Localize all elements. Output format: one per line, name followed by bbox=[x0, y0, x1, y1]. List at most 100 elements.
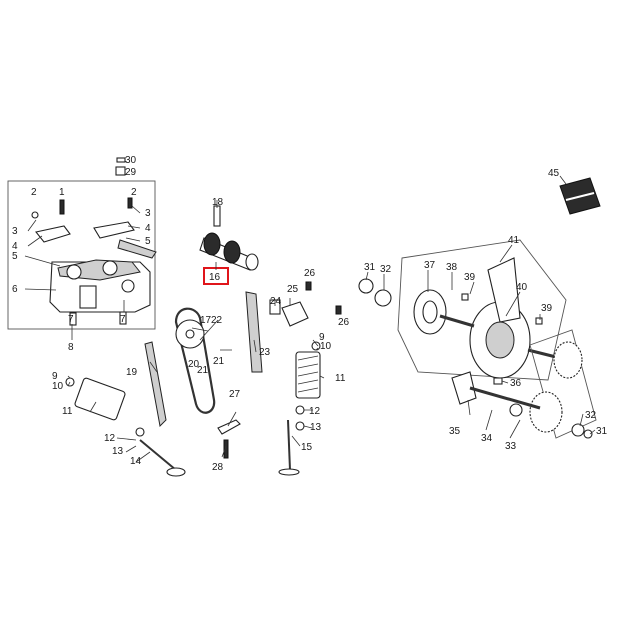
dowel-7 bbox=[69, 312, 77, 326]
callout-7: 7 bbox=[68, 314, 74, 325]
callout-30: 30 bbox=[125, 155, 137, 166]
callout-41: 41 bbox=[508, 235, 520, 246]
timing-chain-17 bbox=[174, 307, 216, 414]
callout-33: 33 bbox=[505, 441, 517, 452]
callout-3: 3 bbox=[145, 208, 151, 219]
key-39b bbox=[535, 317, 543, 325]
seal-12b bbox=[135, 427, 145, 437]
callout-21b: 21 bbox=[197, 365, 209, 376]
part-45-band bbox=[565, 192, 595, 201]
bearing-inner bbox=[422, 300, 438, 324]
callout-21: 21 bbox=[213, 356, 225, 367]
callout-32b: 32 bbox=[585, 410, 597, 421]
bolt-boss bbox=[66, 264, 82, 280]
seal-12 bbox=[295, 405, 305, 415]
callout-1: 1 bbox=[59, 187, 65, 198]
rocker-arm-right bbox=[93, 221, 135, 239]
balancer-shaft bbox=[469, 386, 541, 410]
callout-12: 12 bbox=[104, 433, 116, 444]
callout-16: 16 bbox=[209, 272, 221, 283]
callout-35: 35 bbox=[449, 426, 461, 437]
bracket-27 bbox=[217, 419, 241, 435]
washer-31 bbox=[358, 278, 374, 294]
callout-45: 45 bbox=[548, 168, 560, 179]
adjuster-screw bbox=[127, 197, 133, 209]
bolt-boss bbox=[102, 260, 118, 276]
bolt-28 bbox=[223, 439, 229, 459]
tensioner-25 bbox=[281, 301, 309, 327]
sprocket-hub bbox=[185, 329, 195, 339]
callout-leaders bbox=[24, 175, 596, 463]
callout-24: 24 bbox=[270, 296, 282, 307]
rocker-group-frame bbox=[7, 180, 156, 330]
bolt-boss bbox=[121, 279, 135, 293]
seal-32 bbox=[374, 289, 392, 307]
callout-17: 17 bbox=[200, 315, 212, 326]
crank-pin bbox=[485, 321, 515, 359]
callout-25: 25 bbox=[287, 284, 299, 295]
callout-2b: 2 bbox=[131, 187, 137, 198]
cam-lobe bbox=[223, 240, 241, 264]
bolt-26b bbox=[335, 305, 342, 315]
callout-29: 29 bbox=[125, 167, 137, 178]
balancer-group bbox=[451, 329, 597, 439]
washer-34 bbox=[509, 403, 523, 417]
callout-38: 38 bbox=[446, 262, 458, 273]
valve-spring-11 bbox=[295, 351, 321, 399]
washer-31b bbox=[583, 429, 593, 439]
callout-7b: 7 bbox=[120, 314, 126, 325]
crankshaft-frame bbox=[397, 239, 567, 381]
seal-32b bbox=[571, 423, 585, 437]
callout-32: 32 bbox=[380, 264, 392, 275]
callout-11b: 11 bbox=[335, 373, 346, 384]
callout-34: 34 bbox=[481, 433, 493, 444]
rocker-shaft bbox=[117, 239, 157, 259]
callout-5b: 5 bbox=[12, 251, 18, 262]
callout-8: 8 bbox=[68, 342, 74, 353]
callout-26b: 26 bbox=[338, 317, 350, 328]
callout-31: 31 bbox=[364, 262, 376, 273]
crankshaft-group bbox=[358, 239, 567, 381]
callout-39: 39 bbox=[464, 272, 476, 283]
callout-18: 18 bbox=[212, 197, 224, 208]
callout-3b: 3 bbox=[12, 226, 18, 237]
valve-group bbox=[65, 341, 321, 477]
callout-31b: 31 bbox=[596, 426, 608, 437]
callout-4b: 4 bbox=[12, 241, 18, 252]
callout-2: 2 bbox=[31, 187, 37, 198]
callout-28: 28 bbox=[212, 462, 224, 473]
clip-30 bbox=[116, 157, 126, 163]
gear-33 bbox=[529, 391, 563, 433]
plug-29 bbox=[115, 166, 126, 176]
chain-guide-19 bbox=[144, 341, 167, 428]
callout-10b: 10 bbox=[320, 341, 332, 352]
callout-9: 9 bbox=[52, 371, 58, 382]
rocker-assembly-group bbox=[7, 157, 157, 330]
bolt-26a bbox=[305, 281, 312, 291]
callout-13b: 13 bbox=[310, 422, 322, 433]
cam-lobe bbox=[203, 232, 221, 256]
seal-13 bbox=[295, 421, 305, 431]
part-45 bbox=[559, 177, 601, 215]
callout-6: 6 bbox=[12, 284, 18, 295]
bolt-1 bbox=[59, 199, 65, 215]
valve-head-14 bbox=[166, 467, 186, 477]
balancer-shaft-35 bbox=[451, 371, 477, 405]
callout-14: 14 bbox=[130, 456, 142, 467]
dowel-7b bbox=[119, 311, 127, 325]
callout-37: 37 bbox=[424, 260, 436, 271]
spring-coils bbox=[297, 355, 319, 393]
leader-lines bbox=[24, 175, 596, 463]
crank-shaft-left bbox=[439, 314, 475, 328]
callout-40: 40 bbox=[516, 282, 528, 293]
cam-journal bbox=[245, 253, 259, 271]
callout-39b: 39 bbox=[541, 303, 553, 314]
callout-5: 5 bbox=[145, 236, 151, 247]
callout-4: 4 bbox=[145, 223, 151, 234]
callout-11: 11 bbox=[62, 406, 73, 417]
callout-9b: 9 bbox=[319, 332, 325, 343]
callout-23: 23 bbox=[259, 347, 271, 358]
rocker-arm-left bbox=[35, 225, 71, 243]
callout-labels: 30 29 2 1 2 3 4 5 3 4 5 6 7 7 8 18 16 17… bbox=[12, 155, 608, 473]
